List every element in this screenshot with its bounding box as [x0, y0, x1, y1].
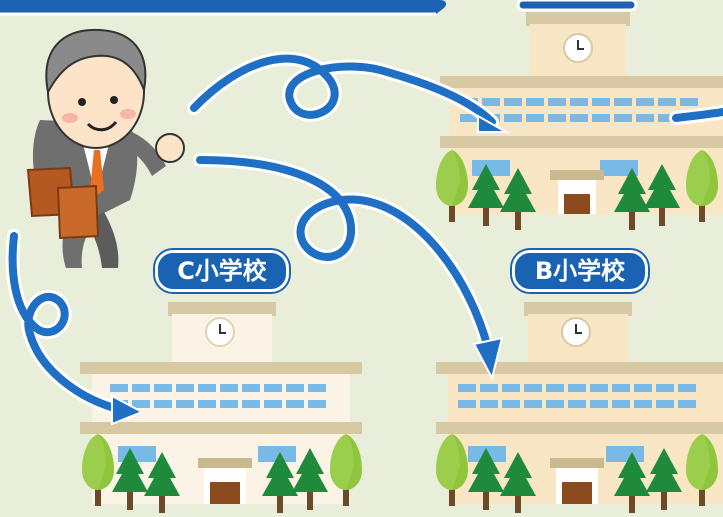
school-c-label: C小学校: [155, 250, 289, 292]
top-banner: [0, 0, 447, 16]
arrow-from-school-a-right: [669, 105, 723, 125]
arrow-to-school-c: [5, 229, 145, 426]
arrow-to-school-a: [187, 51, 510, 133]
school-b-building: [436, 302, 723, 514]
top-school-sign-remnant: [516, 0, 638, 12]
arrow-to-school-b: [193, 153, 504, 381]
teacher-character: [26, 28, 185, 268]
school-c-building: [80, 302, 362, 514]
school-b-label: B小学校: [512, 250, 648, 292]
